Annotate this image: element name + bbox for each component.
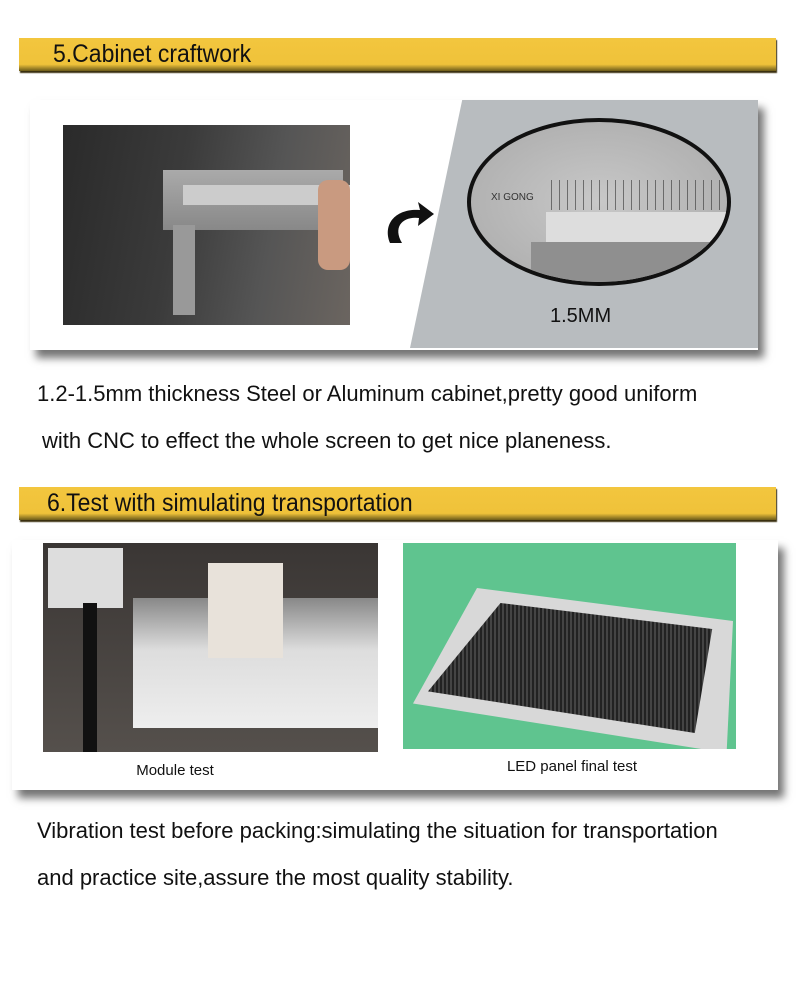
caption-module-test: Module test (136, 762, 214, 779)
section-6-header: 6.Test with simulating transportation (19, 487, 776, 520)
zoom-logo: XI GONG (491, 192, 534, 203)
curved-arrow-icon (382, 198, 437, 248)
section-5-header: 5.Cabinet craftwork (19, 38, 776, 71)
test-image-panel: Module test LED panel final test (12, 540, 778, 790)
section-5-title: 5.Cabinet craftwork (53, 40, 252, 68)
magnified-scale-circle: XI GONG (467, 118, 731, 286)
description-line: 1.2-1.5mm thickness Steel or Aluminum ca… (37, 381, 698, 406)
description-line: with CNC to effect the whole screen to g… (42, 428, 612, 453)
section-6-description: Vibration test before packing:simulating… (37, 807, 718, 901)
module-test-photo (43, 543, 378, 752)
section-6-title: 6.Test with simulating transportation (47, 489, 413, 517)
caliper-photo (63, 125, 350, 325)
cabinet-image-panel: XI GONG 1.5MM (30, 100, 758, 350)
caption-led-panel-test: LED panel final test (506, 758, 638, 775)
section-5-description: 1.2-1.5mm thickness Steel or Aluminum ca… (37, 370, 697, 464)
led-panel-test-photo (403, 543, 736, 749)
measurement-label: 1.5MM (550, 305, 612, 327)
description-line: Vibration test before packing:simulating… (37, 818, 718, 843)
description-line: and practice site,assure the most qualit… (37, 865, 514, 890)
